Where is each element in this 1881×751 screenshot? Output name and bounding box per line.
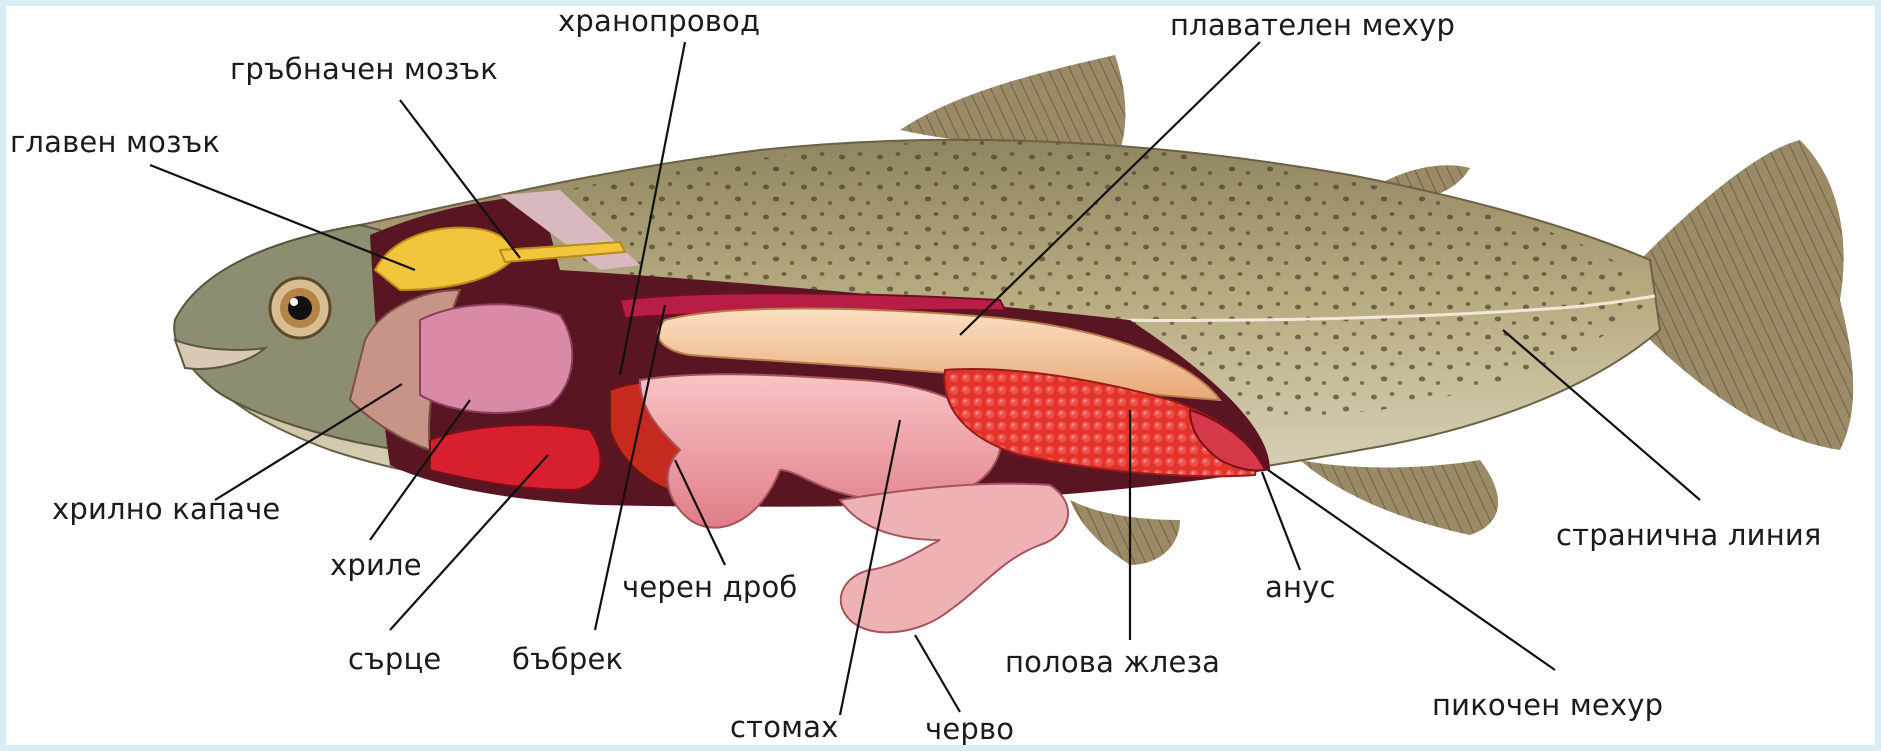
- label-kidney: бъбрек: [512, 642, 623, 676]
- label-gonad: полова жлеза: [1005, 645, 1220, 679]
- label-lateral-line: странична линия: [1556, 518, 1822, 552]
- gills-shape: [420, 304, 572, 413]
- tail-fin: [1640, 140, 1853, 450]
- label-esophagus: хранопровод: [558, 4, 760, 38]
- anal-fin: [1300, 460, 1498, 535]
- label-brain: главен мозък: [10, 125, 220, 159]
- intestine-shape: [840, 484, 1068, 633]
- label-swim-bladder: плавателен мехур: [1170, 8, 1455, 42]
- label-urinary-bladder: пикочен мехур: [1432, 688, 1663, 722]
- label-intestine: черво: [925, 712, 1014, 746]
- dorsal-fin: [900, 55, 1125, 150]
- label-anus: анус: [1265, 570, 1336, 604]
- eye: [270, 278, 330, 338]
- label-spinal-cord: гръбначен мозък: [230, 52, 498, 86]
- label-gill-cover: хрилно капаче: [52, 492, 280, 526]
- label-heart: сърце: [348, 642, 441, 676]
- label-gills: хриле: [330, 548, 422, 582]
- leader-line-anus: [1262, 472, 1300, 570]
- label-stomach: стомах: [730, 710, 839, 744]
- pelvic-fin: [1070, 500, 1180, 565]
- leader-line-intestine: [915, 635, 960, 712]
- label-liver: черен дроб: [622, 570, 798, 604]
